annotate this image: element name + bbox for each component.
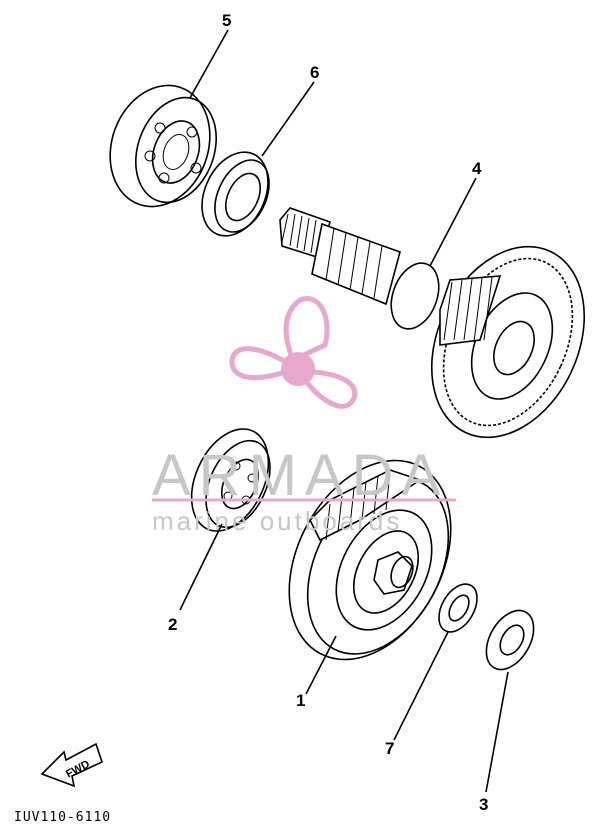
callout-1: 1	[296, 691, 305, 710]
part-5-bearing	[109, 84, 218, 208]
part-7-washer	[438, 583, 478, 633]
callout-5: 5	[222, 11, 231, 30]
callout-3: 3	[479, 795, 488, 814]
callout-4: 4	[472, 159, 482, 178]
part-1-gear	[288, 459, 452, 661]
fwd-arrow-icon: FWD	[40, 742, 103, 788]
part-3-washer	[485, 609, 535, 671]
watermark-propeller-logo-icon	[229, 296, 358, 409]
callout-7: 7	[385, 739, 394, 758]
part-4-shaft-gear	[279, 207, 586, 439]
part-6-oil-seal	[201, 151, 270, 237]
callout-6: 6	[310, 63, 319, 82]
leader-lines	[179, 29, 509, 793]
watermark-tagline: marine outboards	[152, 506, 402, 536]
diagram-code: IUV110-6110	[14, 810, 111, 825]
watermark-brand: ARMADA	[152, 443, 448, 508]
callout-2: 2	[168, 615, 177, 634]
